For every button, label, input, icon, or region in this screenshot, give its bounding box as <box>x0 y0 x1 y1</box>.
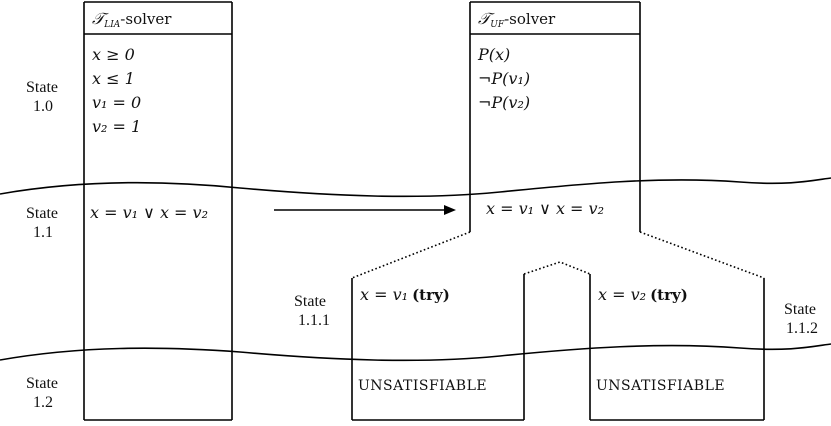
uf-constraint: P(x) <box>477 45 510 64</box>
state-label-1-0: State 1.0 <box>26 79 58 115</box>
state-separator-wave <box>0 343 831 362</box>
left-branch-result: UNSATISFIABLE <box>358 378 487 394</box>
svg-text:State: State <box>784 301 816 318</box>
lia-constraint: v₂ = 1 <box>92 117 141 136</box>
lia-constraint: x ≥ 0 <box>92 45 135 64</box>
svg-text:State: State <box>26 375 58 392</box>
lia-split-formula: x = v₁ ∨ x = v₂ <box>90 203 208 222</box>
state-separator-wave <box>0 177 831 198</box>
state-label-1-1-2: State 1.1.2 <box>784 301 818 337</box>
uf-solver-column: 𝒯UF-solver P(x) ¬P(v₁) ¬P(v₂) x = v₁ ∨ x… <box>469 1 641 232</box>
lia-constraint: x ≤ 1 <box>92 69 135 88</box>
uf-solver-title: 𝒯UF-solver <box>478 9 556 30</box>
state-label-1-1: State 1.1 <box>26 205 58 241</box>
svg-text:1.0: 1.0 <box>33 98 53 115</box>
svg-text:1.2: 1.2 <box>33 394 53 411</box>
lia-constraint: v₁ = 0 <box>92 93 141 112</box>
right-branch-try: x = v₂ (try) <box>598 285 688 304</box>
left-branch-try: x = v₁ (try) <box>360 285 450 304</box>
state-label-1-1-1: State 1.1.1 <box>294 293 330 329</box>
lia-solver-title: 𝒯LIA-solver <box>92 9 172 30</box>
svg-text:State: State <box>26 205 58 222</box>
svg-text:State: State <box>294 293 326 310</box>
svg-text:1.1: 1.1 <box>33 224 53 241</box>
lia-solver-column: 𝒯LIA-solver x ≥ 0 x ≤ 1 v₁ = 0 v₂ = 1 x … <box>83 1 233 421</box>
uf-constraint: ¬P(v₁) <box>478 69 530 88</box>
branch-connectors <box>351 231 765 279</box>
state-label-1-2: State 1.2 <box>26 375 58 411</box>
right-branch-box: x = v₂ (try) UNSATISFIABLE <box>589 274 765 421</box>
uf-split-formula: x = v₁ ∨ x = v₂ <box>486 199 604 218</box>
propagation-arrow <box>274 205 456 215</box>
uf-constraint: ¬P(v₂) <box>478 93 530 112</box>
right-branch-result: UNSATISFIABLE <box>596 378 725 394</box>
svg-text:1.1.1: 1.1.1 <box>298 312 330 329</box>
left-branch-box: x = v₁ (try) UNSATISFIABLE <box>351 274 525 421</box>
svg-text:State: State <box>26 79 58 96</box>
svg-text:1.1.2: 1.1.2 <box>786 320 818 337</box>
